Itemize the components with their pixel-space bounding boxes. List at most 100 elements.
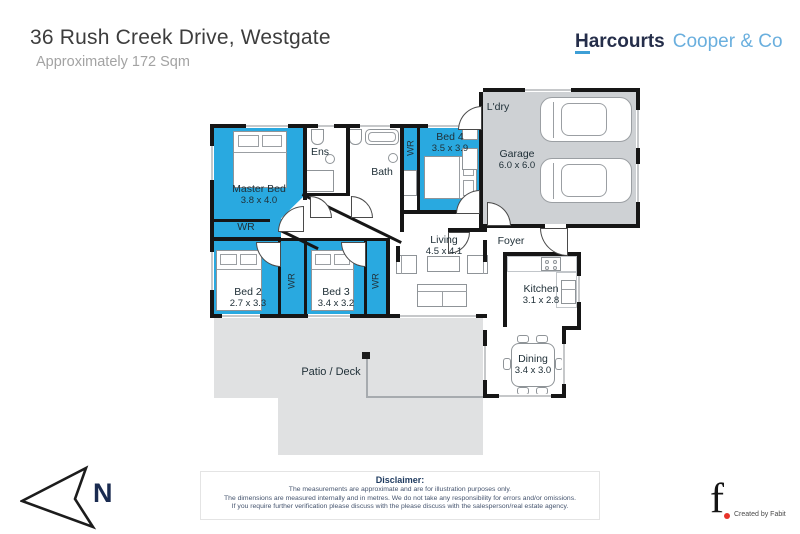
window <box>525 88 571 92</box>
room-name: L'dry <box>486 101 510 113</box>
bed-pillow <box>238 135 259 147</box>
wall-segment <box>417 128 420 213</box>
brand-underline <box>575 51 590 54</box>
room-name: Foyer <box>497 235 525 247</box>
disclaimer-line: The measurements are approximate and are… <box>288 486 512 493</box>
garage-door-opening <box>636 164 640 202</box>
sink-icon <box>388 153 398 163</box>
patio-deck-area <box>214 318 483 398</box>
page-subtitle: Approximately 172 Sqm <box>36 54 190 70</box>
washing-machine-icon <box>462 148 478 170</box>
room-dims: 3.4 x 3.2 <box>317 298 355 309</box>
room-dims: 2.7 x 3.3 <box>229 298 267 309</box>
window <box>483 346 487 380</box>
room-dims: 3.5 x 3.9 <box>431 143 469 154</box>
bed4-wr-area <box>404 128 417 170</box>
wall-segment <box>636 88 640 228</box>
bed-blanket-line <box>459 157 460 198</box>
window <box>400 314 476 318</box>
wall-segment <box>562 326 581 330</box>
wall-segment <box>303 193 350 196</box>
bed-blanket-line <box>312 269 354 270</box>
bed-blanket-line <box>217 269 262 270</box>
wall-segment <box>483 330 487 346</box>
toilet-icon <box>349 129 362 145</box>
wall-segment <box>562 330 566 344</box>
armchair-icon <box>467 255 488 274</box>
room-label-bed2: Bed 2 2.7 x 3.3 <box>230 286 266 310</box>
window <box>246 124 288 128</box>
window <box>360 124 390 128</box>
room-label-dining: Dining 3.4 x 3.0 <box>515 353 551 377</box>
dining-chair-icon <box>536 335 548 343</box>
wall-segment <box>281 238 390 241</box>
cupboard-icon <box>403 170 417 196</box>
room-label-bed3: Bed 3 3.4 x 3.2 <box>318 286 354 310</box>
room-label-master: Master Bed 3.8 x 4.0 <box>232 183 286 207</box>
car-line <box>553 102 554 138</box>
disclaimer-box: Disclaimer: The measurements are approxi… <box>200 471 600 520</box>
railing-post <box>362 352 370 359</box>
sofa-icon <box>417 284 467 307</box>
armchair-line <box>401 256 402 274</box>
wr-label-vertical: WR <box>405 140 417 156</box>
bed-blanket-line <box>234 152 287 153</box>
wall-segment <box>210 124 483 128</box>
wall-segment <box>386 241 390 318</box>
room-name: Bed 4 <box>436 131 464 143</box>
bed-pillow <box>220 254 237 265</box>
bed-icon-bed2 <box>216 250 262 311</box>
bathtub-icon <box>365 129 399 145</box>
window <box>428 124 464 128</box>
room-name: Dining <box>518 353 548 365</box>
window <box>210 146 214 180</box>
fridge-line <box>562 289 576 290</box>
brand-tagline: Cooper & Co <box>672 31 783 52</box>
disclaimer-title: Disclaimer: <box>375 475 425 485</box>
wr-label: WR <box>237 221 255 233</box>
page-title: 36 Rush Creek Drive, Westgate <box>30 26 331 49</box>
wall-segment <box>210 219 270 222</box>
car-line <box>553 163 554 199</box>
dining-chair-icon <box>517 335 529 343</box>
stove-burner <box>545 260 549 264</box>
bed-icon-bed3 <box>311 250 354 311</box>
sink-icon <box>325 154 335 164</box>
brand-name-text: Harcourts <box>575 31 665 52</box>
room-name: Patio / Deck <box>301 366 361 378</box>
room-name: Bed 2 <box>234 286 262 298</box>
room-label-ens: Ens <box>311 146 329 158</box>
toilet-icon <box>311 129 324 145</box>
wr-label-vertical: WR <box>286 273 298 289</box>
north-label: N <box>93 478 113 508</box>
wall-segment <box>278 241 281 314</box>
garage-door-opening <box>636 110 640 148</box>
wr2-area <box>367 241 386 314</box>
room-label-living: Living 4.5 x 4.1 <box>426 234 462 258</box>
door-arc <box>310 196 332 218</box>
room-name: Bed 3 <box>322 286 350 298</box>
stove-burner <box>553 260 557 264</box>
sofa-seat-line <box>442 291 443 306</box>
patio-deck-area-lower <box>278 398 483 455</box>
deck-railing <box>366 396 483 398</box>
bed-pillow <box>262 135 282 147</box>
wall-segment <box>400 128 404 232</box>
room-name: Ens <box>310 146 330 158</box>
window <box>318 124 334 128</box>
vanity-icon <box>306 170 334 192</box>
room-label-foyer: Foyer <box>498 235 525 247</box>
fabit-logo-dot <box>724 513 730 519</box>
window <box>222 314 260 318</box>
entry-opening <box>545 224 566 228</box>
wall-segment <box>479 92 483 228</box>
north-arrow-icon <box>20 465 97 530</box>
stove-burner <box>553 266 557 270</box>
bed-icon-master <box>233 131 287 188</box>
window <box>210 252 214 290</box>
car-icon <box>540 97 632 142</box>
dining-chair-icon <box>503 358 511 370</box>
fabit-credit-label: Created by Fabit <box>734 511 786 518</box>
wall-segment <box>304 241 307 314</box>
